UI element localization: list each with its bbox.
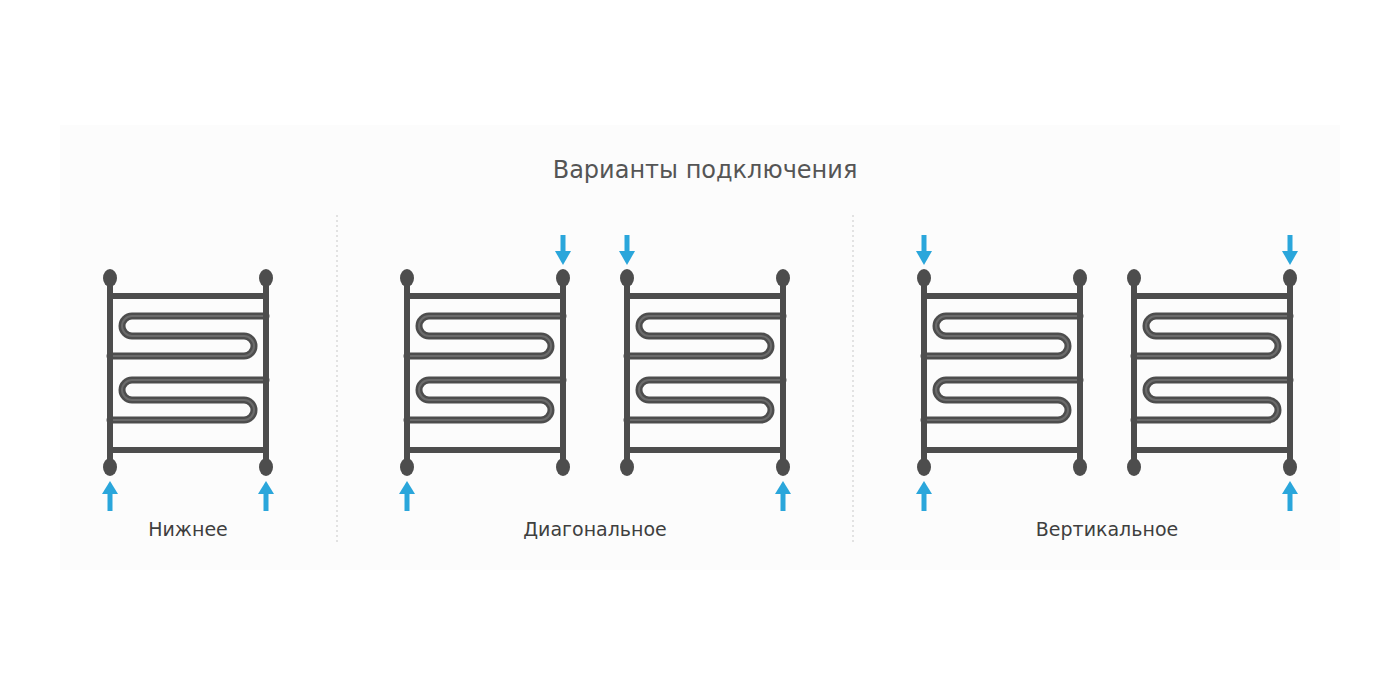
flow-arrow-head bbox=[916, 251, 932, 265]
straight-bar bbox=[627, 293, 783, 299]
serpentine-tube bbox=[924, 316, 1080, 356]
flow-arrow-head bbox=[399, 481, 415, 494]
serpentine-tube bbox=[627, 380, 783, 420]
flow-arrow-shaft bbox=[1288, 492, 1293, 511]
post-cap bbox=[556, 269, 570, 287]
vertical-post bbox=[1131, 272, 1137, 473]
vertical-post bbox=[263, 272, 269, 473]
post-cap bbox=[620, 269, 634, 287]
post-cap bbox=[103, 458, 117, 476]
tube-highlight bbox=[627, 380, 783, 420]
post-cap bbox=[1283, 269, 1297, 287]
flow-arrow-head bbox=[555, 251, 571, 265]
post-cap bbox=[776, 269, 790, 287]
post-cap bbox=[259, 269, 273, 287]
post-cap bbox=[400, 269, 414, 287]
straight-bar bbox=[110, 293, 266, 299]
flow-arrow-shaft bbox=[108, 492, 113, 511]
tube-highlight bbox=[407, 380, 563, 420]
flow-arrow-shaft bbox=[625, 235, 630, 253]
flow-arrow-shaft bbox=[1288, 235, 1293, 253]
flow-arrow-shaft bbox=[264, 492, 269, 511]
separator-line bbox=[337, 215, 338, 545]
serpentine-tube bbox=[924, 380, 1080, 420]
vertical-post bbox=[624, 272, 630, 473]
flow-arrow-head bbox=[916, 481, 932, 494]
flow-arrow-shaft bbox=[561, 235, 566, 253]
post-cap bbox=[620, 458, 634, 476]
straight-bar bbox=[627, 447, 783, 453]
vertical-post bbox=[780, 272, 786, 473]
straight-bar bbox=[1134, 447, 1290, 453]
post-cap bbox=[917, 269, 931, 287]
straight-bar bbox=[1134, 293, 1290, 299]
flow-arrow-head bbox=[775, 481, 791, 494]
diagram-title: Варианты подключения bbox=[553, 156, 858, 184]
vertical-post bbox=[560, 272, 566, 473]
vertical-post bbox=[1287, 272, 1293, 473]
tube-highlight bbox=[924, 316, 1080, 356]
post-cap bbox=[1073, 458, 1087, 476]
tube-highlight bbox=[924, 380, 1080, 420]
vertical-post bbox=[107, 272, 113, 473]
vertical-post bbox=[921, 272, 927, 473]
post-cap bbox=[1127, 269, 1141, 287]
straight-bar bbox=[407, 293, 563, 299]
post-cap bbox=[1127, 458, 1141, 476]
vertical-post bbox=[1077, 272, 1083, 473]
flow-arrow-head bbox=[1282, 481, 1298, 494]
tube-highlight bbox=[110, 316, 266, 356]
post-cap bbox=[1283, 458, 1297, 476]
post-cap bbox=[259, 458, 273, 476]
post-cap bbox=[400, 458, 414, 476]
flow-arrow-shaft bbox=[922, 235, 927, 253]
post-cap bbox=[103, 269, 117, 287]
vertical-post bbox=[404, 272, 410, 473]
flow-arrow-shaft bbox=[405, 492, 410, 511]
post-cap bbox=[776, 458, 790, 476]
straight-bar bbox=[407, 447, 563, 453]
flow-arrow-head bbox=[1282, 251, 1298, 265]
tube-highlight bbox=[110, 380, 266, 420]
serpentine-tube bbox=[1134, 316, 1290, 356]
flow-arrow-head bbox=[258, 481, 274, 494]
straight-bar bbox=[924, 293, 1080, 299]
post-cap bbox=[1073, 269, 1087, 287]
connection-type-label: Вертикальное bbox=[1036, 518, 1178, 540]
straight-bar bbox=[924, 447, 1080, 453]
serpentine-tube bbox=[627, 316, 783, 356]
serpentine-tube bbox=[407, 380, 563, 420]
flow-arrow-shaft bbox=[781, 492, 786, 511]
serpentine-tube bbox=[1134, 380, 1290, 420]
tube-highlight bbox=[1134, 316, 1290, 356]
serpentine-tube bbox=[110, 380, 266, 420]
tube-highlight bbox=[1134, 380, 1290, 420]
connection-type-label: Нижнее bbox=[148, 518, 228, 540]
post-cap bbox=[556, 458, 570, 476]
flow-arrow-head bbox=[619, 251, 635, 265]
tube-highlight bbox=[407, 316, 563, 356]
serpentine-tube bbox=[407, 316, 563, 356]
straight-bar bbox=[110, 447, 266, 453]
flow-arrow-shaft bbox=[922, 492, 927, 511]
tube-highlight bbox=[627, 316, 783, 356]
serpentine-tube bbox=[110, 316, 266, 356]
post-cap bbox=[917, 458, 931, 476]
connection-type-label: Диагональное bbox=[523, 518, 667, 540]
flow-arrow-head bbox=[102, 481, 118, 494]
separator-line bbox=[853, 215, 854, 545]
